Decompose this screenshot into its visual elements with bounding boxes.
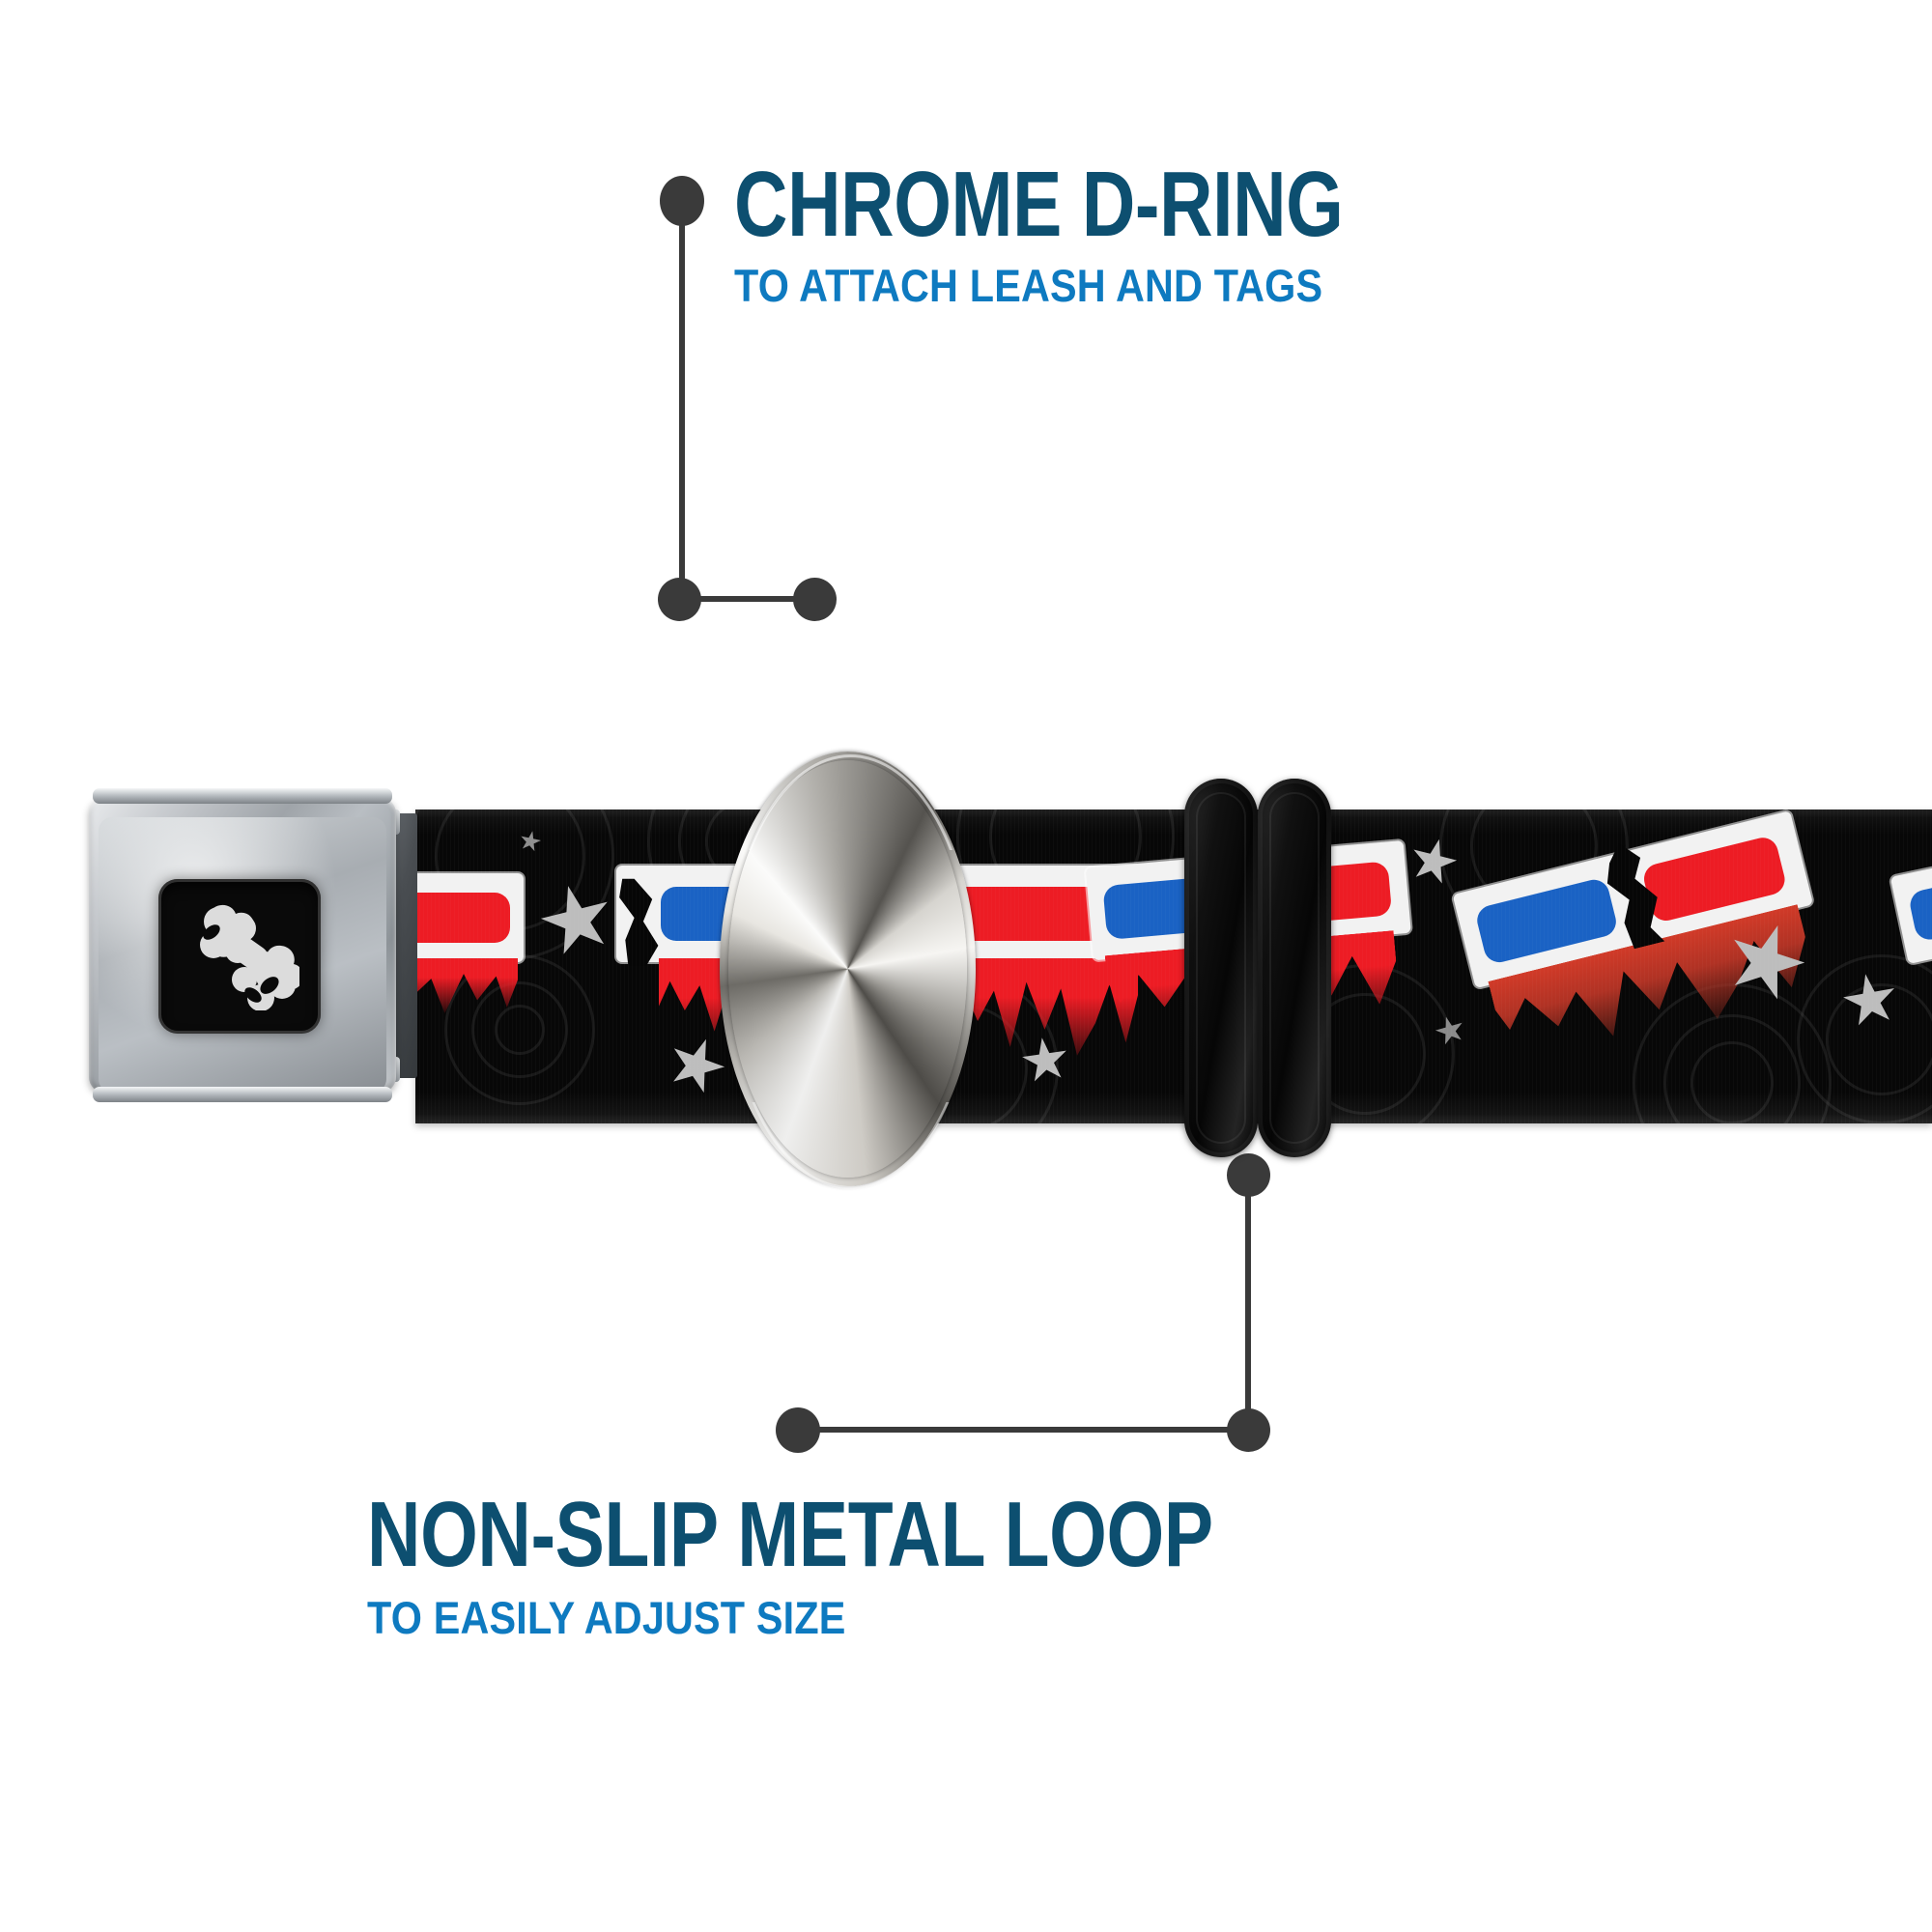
leader-line-bottom-horizontal <box>798 1427 1248 1433</box>
leader-dot-top-elbow <box>658 578 701 621</box>
callout-subtitle-non-slip-metal-loop: TO EASILY ADJUST SIZE <box>367 1592 846 1644</box>
chrome-d-ring[interactable] <box>720 752 976 1189</box>
leader-line-top-vertical <box>679 208 685 599</box>
3d-glasses-icon <box>415 873 524 1014</box>
loop-opening-right <box>1269 792 1320 1144</box>
loop-bar-left <box>1184 779 1258 1157</box>
collar-strap <box>415 810 1932 1123</box>
non-slip-metal-loop[interactable] <box>1184 779 1331 1157</box>
callout-title-non-slip-metal-loop: NON-SLIP METAL LOOP <box>367 1483 1213 1586</box>
leader-dot-bottom-elbow <box>1227 1408 1270 1452</box>
loop-opening-left <box>1196 792 1246 1144</box>
dog-bone-icon <box>200 904 299 1010</box>
leader-line-bottom-vertical <box>1245 1171 1251 1451</box>
leader-dot-top-anchor <box>660 176 704 226</box>
leader-dot-top-target <box>793 578 837 621</box>
leader-dot-bottom-anchor <box>1227 1153 1270 1197</box>
callout-subtitle-chrome-d-ring: TO ATTACH LEASH AND TAGS <box>734 260 1323 312</box>
buckle-top-edge <box>93 788 392 804</box>
buckle-plate <box>89 798 396 1093</box>
callout-chrome-d-ring: CHROME D-RING TO ATTACH LEASH AND TAGS <box>734 153 1495 312</box>
callout-title-chrome-d-ring: CHROME D-RING <box>734 153 1344 256</box>
callout-non-slip-metal-loop: NON-SLIP METAL LOOP TO EASILY ADJUST SIZ… <box>367 1483 1425 1644</box>
buckle-bottom-edge <box>93 1087 392 1102</box>
leader-dot-bottom-target <box>776 1407 820 1453</box>
seatbelt-buckle[interactable] <box>89 788 427 1102</box>
leader-line-top-horizontal <box>679 596 814 602</box>
loop-bar-right <box>1258 779 1331 1157</box>
